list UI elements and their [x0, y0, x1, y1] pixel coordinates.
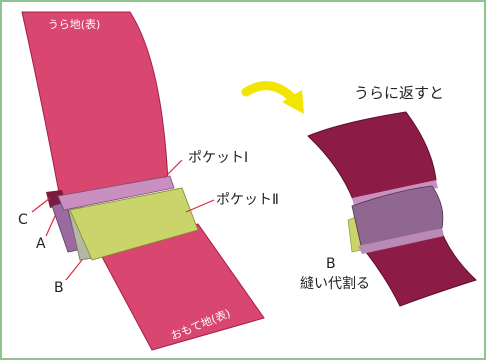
flip-caption: うらに返すと: [354, 84, 444, 102]
pocket-1-label: ポケットⅠ: [188, 150, 248, 166]
flipped-upper-fabric: [307, 111, 437, 203]
mark-c-label: C: [18, 212, 28, 228]
back-fabric-label: うら地(表): [48, 17, 101, 31]
flipped-seam-flap: [358, 228, 444, 254]
mark-b-left-label: B: [54, 280, 64, 296]
leader-b-left: [65, 259, 83, 281]
pocket-2-panel: [69, 187, 199, 261]
curved-arrow-icon: [241, 81, 304, 114]
leader-pocket-2: [185, 199, 215, 213]
pocket-1-strip: [57, 175, 175, 211]
mark-b-right-label: B: [326, 256, 336, 272]
back-fabric-panel: [21, 11, 169, 199]
mark-a-label: A: [36, 236, 46, 252]
leader-c: [31, 197, 51, 213]
leader-pocket-1: [163, 159, 183, 179]
seam-caption: 縫い代割る: [300, 275, 370, 292]
pocket-2-label: ポケットⅡ: [216, 192, 279, 208]
leader-a: [45, 213, 57, 237]
